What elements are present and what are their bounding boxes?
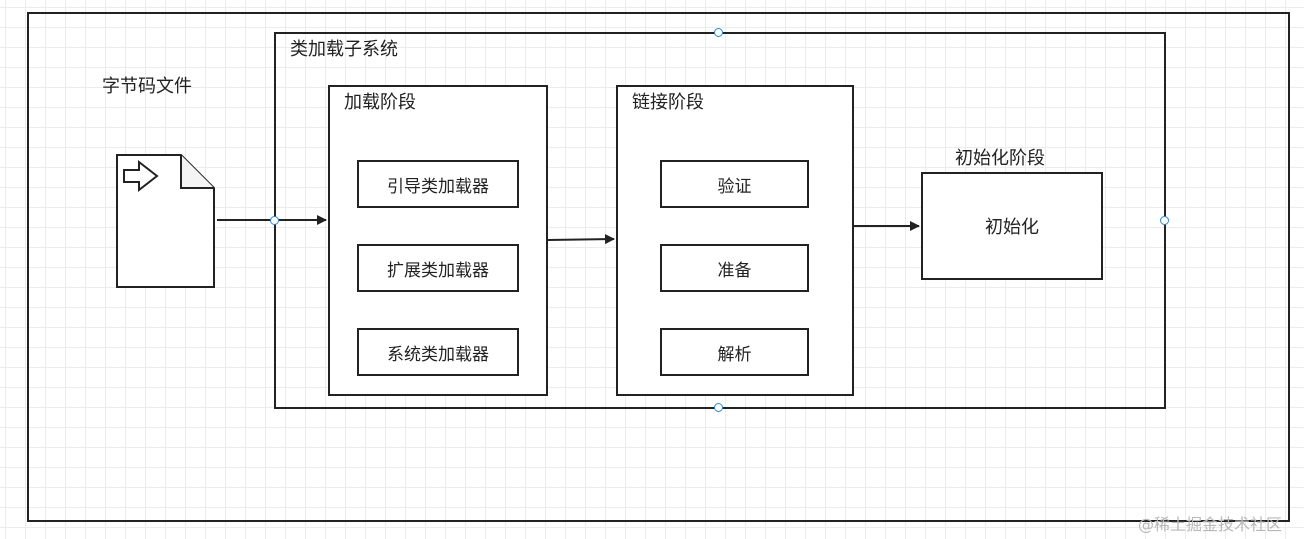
resize-handle-top[interactable] xyxy=(714,28,723,37)
init-phase-title: 初始化阶段 xyxy=(955,148,1045,169)
resize-handle-left[interactable] xyxy=(270,216,279,225)
bootstrap-loader-box[interactable]: 引导类加载器 xyxy=(357,160,519,208)
bytecode-file-label: 字节码文件 xyxy=(102,76,192,97)
loading-phase-title: 加载阶段 xyxy=(344,92,416,113)
subsystem-title: 类加载子系统 xyxy=(290,39,398,60)
resize-handle-bottom[interactable] xyxy=(714,403,723,412)
watermark: @稀土掘金技术社区 xyxy=(1138,515,1283,534)
linking-phase-title: 链接阶段 xyxy=(632,92,704,113)
verify-step-box[interactable]: 验证 xyxy=(660,160,809,208)
outer-frame xyxy=(27,12,1290,522)
system-loader-box[interactable]: 系统类加载器 xyxy=(357,328,519,376)
prepare-step-box[interactable]: 准备 xyxy=(660,244,809,292)
extension-loader-box[interactable]: 扩展类加载器 xyxy=(357,244,519,292)
arrow-loading-to-linking xyxy=(547,234,615,245)
resolve-step-box[interactable]: 解析 xyxy=(660,328,809,376)
resize-handle-right[interactable] xyxy=(1160,216,1169,225)
init-box[interactable]: 初始化 xyxy=(921,172,1103,280)
file-document-icon xyxy=(116,154,215,288)
